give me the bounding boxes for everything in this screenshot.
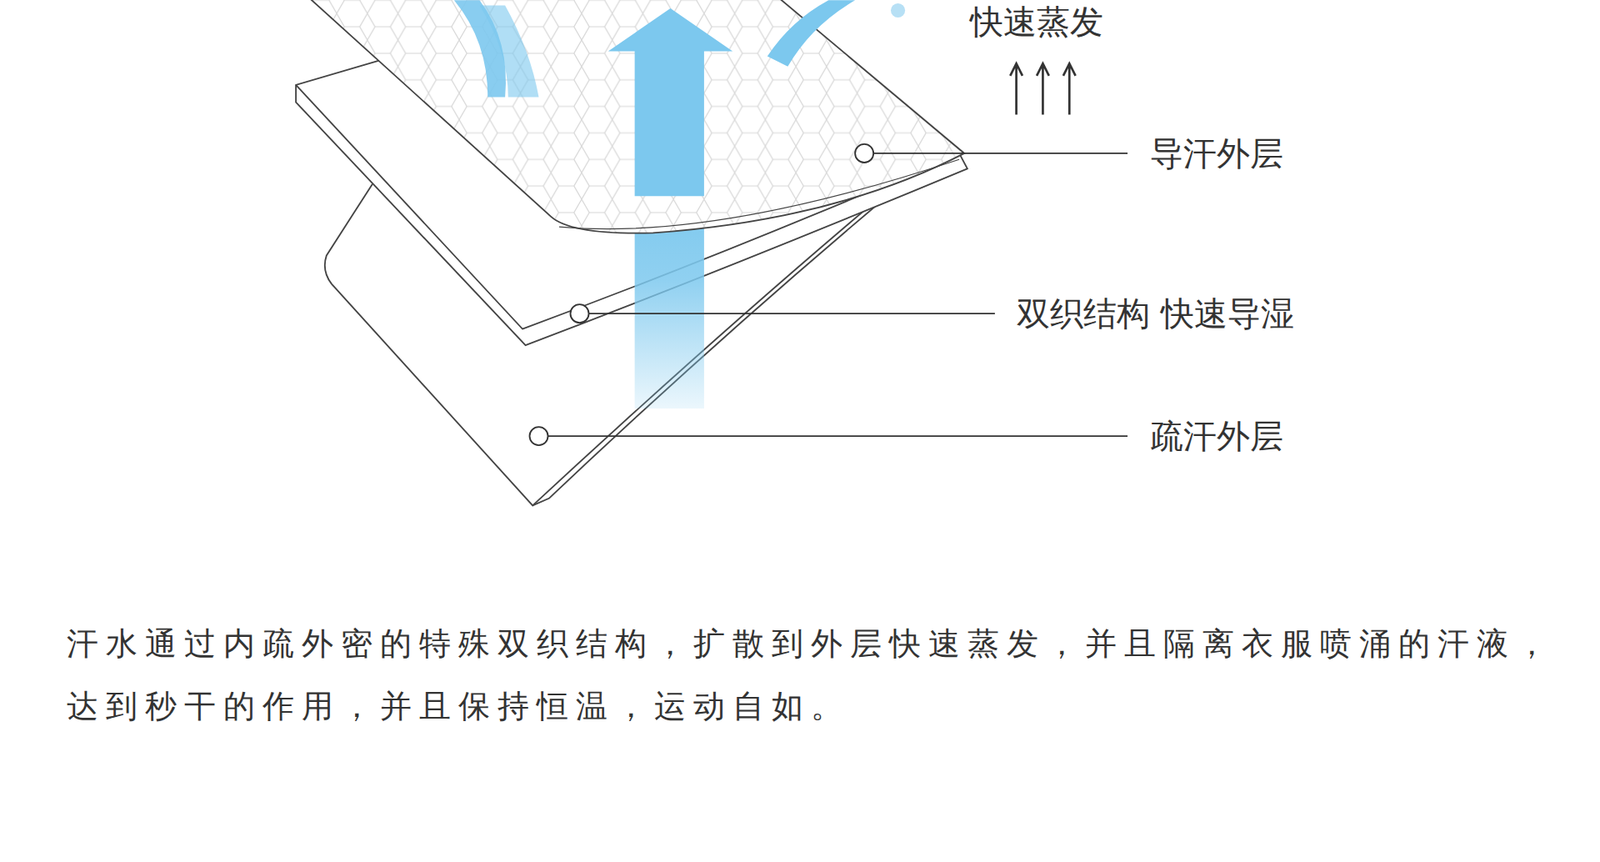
- evaporation-arrows: [1010, 63, 1075, 115]
- curved-arrow-right: [767, 0, 855, 67]
- double-knit-label: 双织结构 快速导湿: [1015, 293, 1296, 334]
- moisture-arrow: [608, 8, 733, 196]
- curved-arrow-left-tip: [480, 5, 540, 97]
- inner-layer-label: 疏汗外层: [1148, 415, 1285, 456]
- evaporation-label: 快速蒸发: [968, 1, 1105, 42]
- outer-layer-label: 导汗外层: [1148, 133, 1285, 174]
- caption-text: 汗水通过内疏外密的特殊双织结构，扩散到外层快速蒸发，并且隔离衣服喷涌的汗液，达到…: [66, 612, 1592, 738]
- vapour-dot: [890, 3, 905, 18]
